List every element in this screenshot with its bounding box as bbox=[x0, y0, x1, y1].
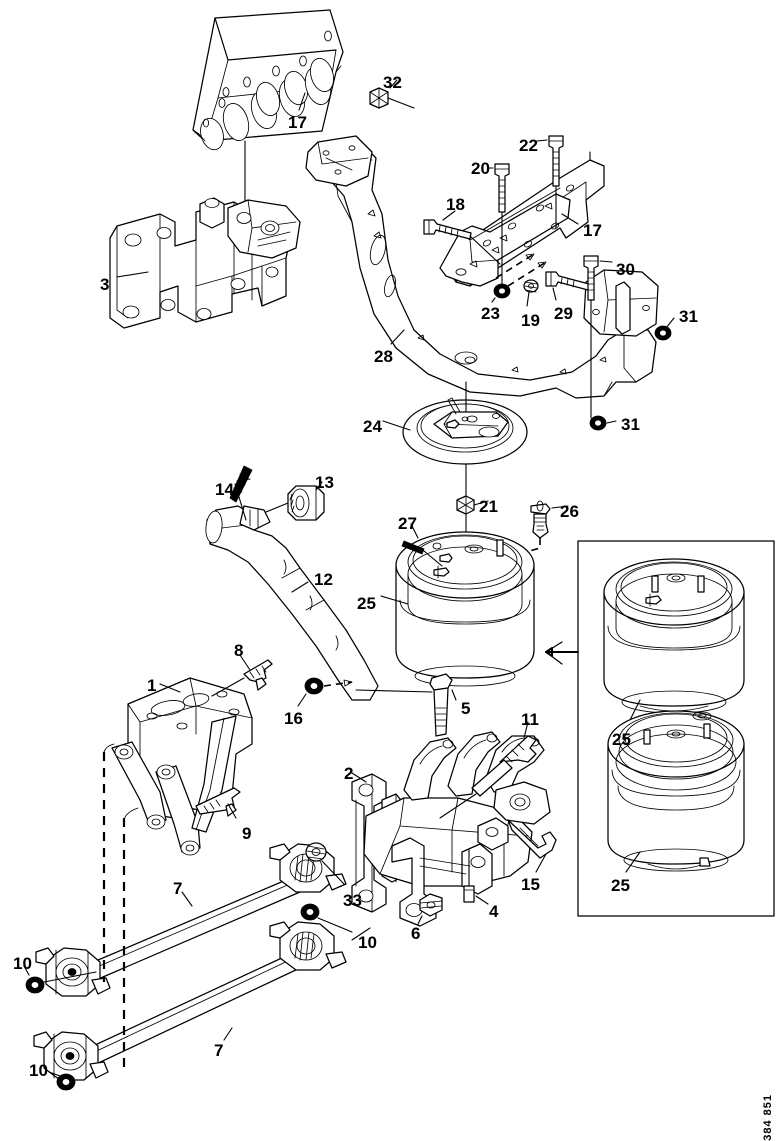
callout-21: 21 bbox=[479, 497, 498, 516]
part-14-pin bbox=[229, 465, 253, 503]
callout-2: 2 bbox=[344, 764, 354, 783]
callout-7-b: 7 bbox=[214, 1041, 224, 1060]
part-19-washer bbox=[523, 279, 539, 293]
callout-31-a: 31 bbox=[679, 307, 698, 326]
callout-22: 22 bbox=[519, 136, 538, 155]
callout-11: 11 bbox=[521, 710, 539, 729]
part-28-cross-member bbox=[305, 135, 659, 399]
part-4-pin bbox=[463, 885, 475, 903]
callout-20: 20 bbox=[471, 159, 490, 178]
part-10-nut-b bbox=[300, 903, 320, 921]
callout-33: 33 bbox=[343, 891, 362, 910]
part-25-air-spring-inset-b bbox=[607, 710, 745, 872]
drawing-number: 384 851 bbox=[762, 1094, 774, 1141]
callout-15: 15 bbox=[521, 875, 540, 894]
callout-5: 5 bbox=[461, 699, 471, 718]
callout-10-b: 10 bbox=[358, 933, 377, 952]
callout-31-b: 31 bbox=[621, 415, 640, 434]
part-31-nut-b bbox=[589, 415, 607, 431]
part-32-nut bbox=[369, 87, 389, 109]
part-12-bent-torque-rod bbox=[205, 505, 379, 701]
part-7-torque-rod-upper bbox=[35, 843, 347, 997]
callout-13: 13 bbox=[315, 473, 334, 492]
part-1-axle-lift-bracket bbox=[111, 677, 253, 856]
part-21-nut bbox=[456, 495, 475, 515]
part-25-air-spring-main bbox=[395, 531, 535, 687]
part-30-bolt bbox=[583, 255, 599, 301]
part-18-bolt bbox=[423, 219, 472, 240]
part-17-mounting-rail-upper bbox=[192, 9, 344, 151]
callout-27: 27 bbox=[398, 514, 417, 533]
part-20-bolt bbox=[494, 163, 510, 213]
part-6-nut bbox=[419, 893, 443, 917]
part-31-nut-a bbox=[654, 325, 672, 341]
callout-29: 29 bbox=[554, 304, 573, 323]
part-3-front-hanger-bracket bbox=[109, 197, 301, 329]
callout-17-upper: 17 bbox=[288, 113, 307, 132]
part-24-air-spring-top-plate bbox=[402, 397, 528, 465]
part-16-nut bbox=[304, 677, 324, 695]
callout-18: 18 bbox=[446, 195, 465, 214]
callout-28: 28 bbox=[374, 347, 393, 366]
part-33-bushing bbox=[305, 842, 327, 862]
part-5-bolt bbox=[429, 673, 453, 737]
part-13-bushing-ring bbox=[287, 485, 325, 521]
callout-10-c: 10 bbox=[29, 1061, 48, 1080]
callout-3: 3 bbox=[100, 275, 110, 294]
callout-25-main: 25 bbox=[357, 594, 376, 613]
callout-24: 24 bbox=[363, 417, 382, 436]
part-27-arrow-marker bbox=[401, 540, 443, 567]
part-15-bolt bbox=[507, 819, 557, 859]
callout-12: 12 bbox=[314, 570, 333, 589]
callout-9: 9 bbox=[242, 824, 252, 843]
part-17-mounting-rail-lower bbox=[439, 159, 605, 287]
callout-14: 14 bbox=[215, 480, 234, 499]
parts-diagram-sheet: .ln{fill:none;stroke:#000;stroke-width:1… bbox=[13, 9, 775, 1141]
part-26-air-fitting bbox=[530, 500, 551, 539]
callout-23: 23 bbox=[481, 304, 500, 323]
callout-30: 30 bbox=[616, 260, 635, 279]
part-23-nut bbox=[493, 283, 511, 299]
callout-10-a: 10 bbox=[13, 954, 32, 973]
part-10-nut-c bbox=[56, 1073, 76, 1091]
exploded-assembly-artwork: .ln{fill:none;stroke:#000;stroke-width:1… bbox=[23, 9, 775, 1091]
part-7-torque-rod-lower bbox=[33, 921, 347, 1081]
callout-16: 16 bbox=[284, 709, 303, 728]
callout-4: 4 bbox=[489, 902, 499, 921]
callout-32: 32 bbox=[383, 73, 402, 92]
part-11-bolt bbox=[471, 735, 537, 797]
part-29-bolt bbox=[545, 271, 590, 291]
part-22-bolt bbox=[548, 135, 564, 187]
callout-1: 1 bbox=[147, 676, 157, 695]
callout-17-lower: 17 bbox=[583, 221, 602, 240]
callout-6: 6 bbox=[411, 924, 421, 943]
callout-25-inset-a: 25 bbox=[612, 730, 631, 749]
part-10-nut-a bbox=[25, 976, 45, 994]
callout-7-a: 7 bbox=[173, 879, 183, 898]
callout-25-inset-b: 25 bbox=[611, 876, 630, 895]
part-8-bolt bbox=[243, 659, 273, 691]
callout-8: 8 bbox=[234, 641, 244, 660]
part-25-air-spring-inset-a bbox=[603, 558, 745, 714]
inset-detail-box bbox=[545, 540, 775, 917]
callout-19: 19 bbox=[521, 311, 540, 330]
callout-26: 26 bbox=[560, 502, 579, 521]
